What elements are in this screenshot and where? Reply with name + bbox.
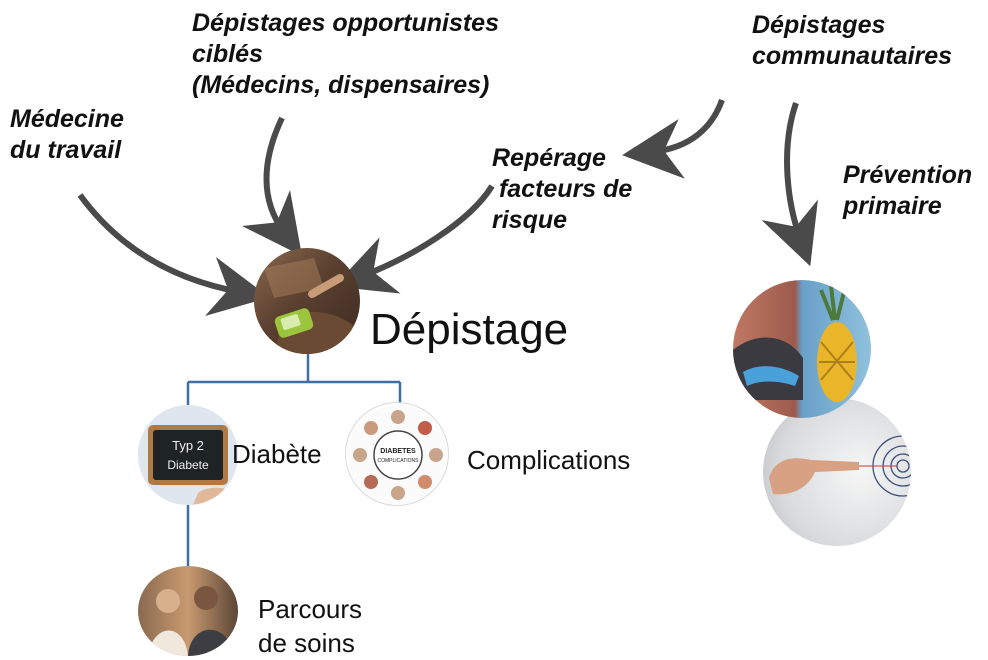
arrow-communautaires-to-reperage bbox=[622, 98, 725, 179]
complications-wheel: DIABETES COMPLICATIONS bbox=[345, 402, 449, 506]
arrow-depistages-opportunistes bbox=[242, 116, 302, 257]
label-depistages-communautaires: Dépistages communautaires bbox=[752, 11, 953, 70]
target-icon bbox=[769, 435, 911, 497]
label-diabete: Diabète bbox=[232, 439, 322, 469]
complications-wheel-icon: DIABETES COMPLICATIONS bbox=[348, 405, 448, 505]
board-line1: Typ 2 bbox=[172, 438, 204, 453]
label-parcours-soins: Parcours de soins bbox=[258, 594, 363, 658]
prevention-photo bbox=[733, 280, 871, 418]
arrow-reperage bbox=[333, 184, 495, 294]
label-reperage: Repérage facteurs de risque bbox=[492, 144, 633, 234]
wheel-line2: COMPLICATIONS bbox=[377, 458, 419, 464]
depistage-photo bbox=[254, 248, 360, 354]
diabete-photo: Typ 2 Diabete bbox=[138, 405, 238, 505]
arrow-communautaires-to-prevention bbox=[761, 102, 818, 267]
label-depistages-opportunistes: Dépistages opportunistes ciblés (Médecin… bbox=[192, 9, 499, 99]
wheel-line1: DIABETES bbox=[380, 448, 416, 455]
running-pineapple-icon bbox=[733, 285, 857, 402]
board-line2: Diabete bbox=[167, 458, 209, 472]
label-medecine-travail: Médecine du travail bbox=[10, 105, 124, 164]
center-label: Dépistage bbox=[370, 305, 569, 354]
tree-lines bbox=[186, 352, 402, 567]
target-photo bbox=[763, 398, 911, 546]
label-complications: Complications bbox=[467, 445, 631, 475]
arrow-medecine-travail bbox=[77, 193, 270, 317]
label-prevention-primaire: Prévention primaire bbox=[843, 161, 973, 220]
glucose-meter-icon bbox=[264, 258, 354, 354]
parcours-photo bbox=[138, 566, 238, 656]
